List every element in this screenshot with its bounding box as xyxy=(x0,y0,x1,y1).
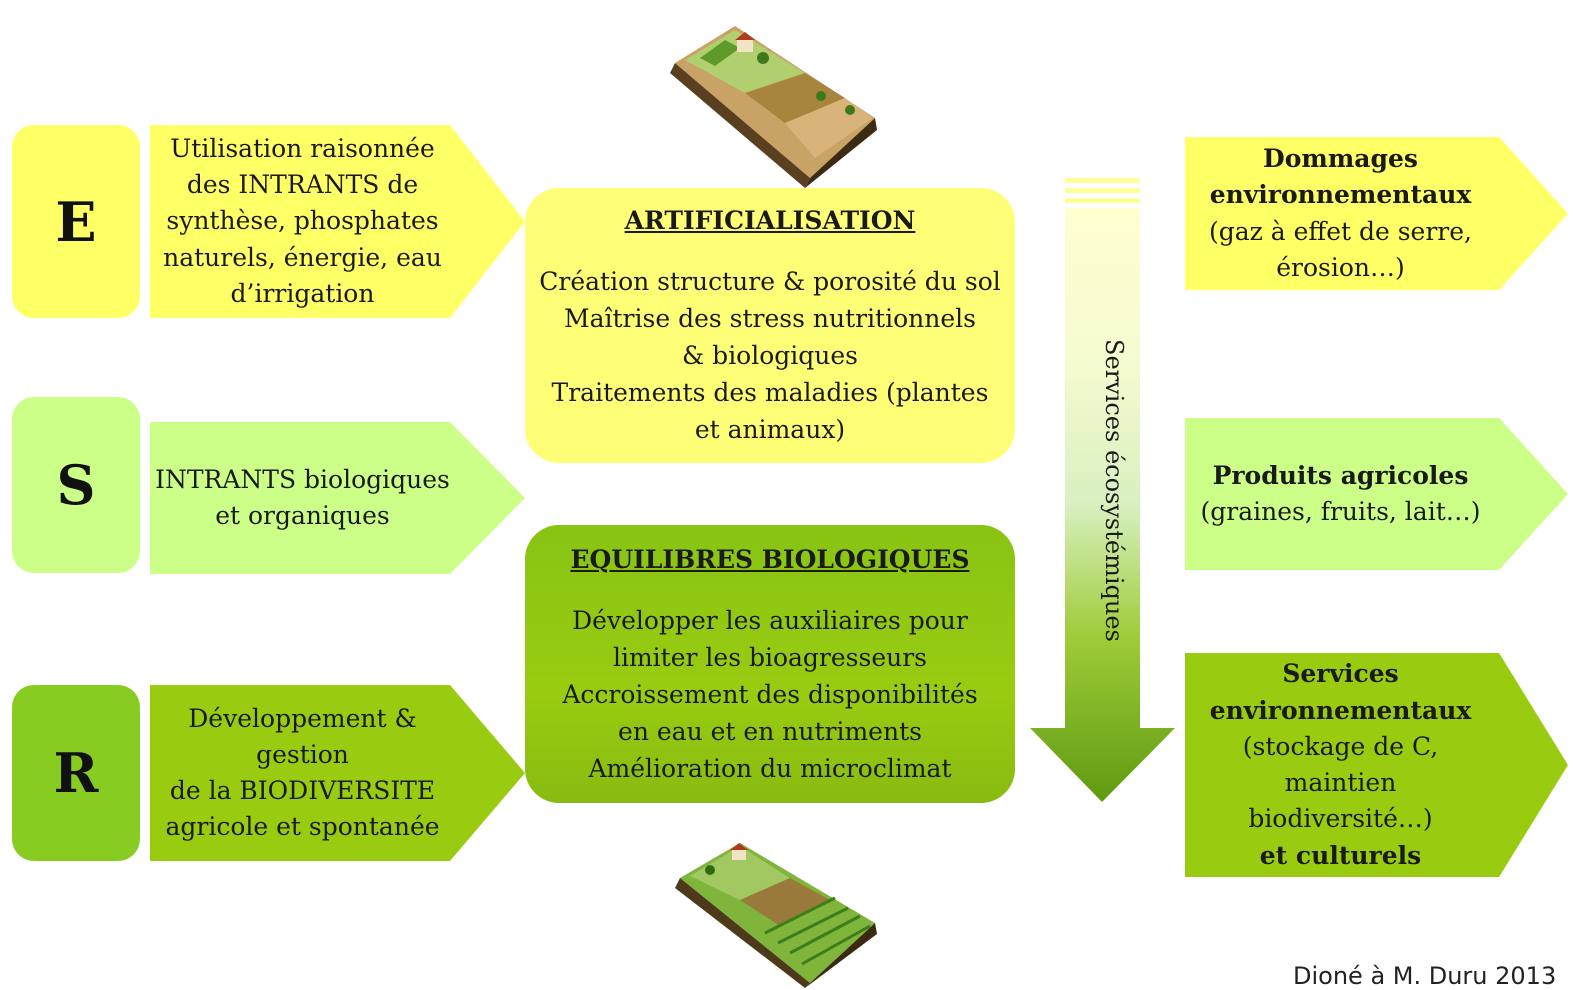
equilibres-biologiques-box: EQUILIBRES BIOLOGIQUES Développer les au… xyxy=(525,525,1015,803)
arrow-text-line: INTRANTS biologiques xyxy=(155,464,450,494)
arrow-bold-line: et culturels xyxy=(1259,840,1422,870)
arrow-text-line: (graines, fruits, lait…) xyxy=(1200,497,1481,526)
arrow-text-line: (stockage de C, xyxy=(1242,731,1439,761)
equilibres-line: Amélioration du microclimat xyxy=(588,754,952,783)
arrow-text-line: biodiversité…) xyxy=(1248,804,1433,834)
equilibres-line: en eau et en nutriments xyxy=(618,717,922,746)
arrow-text-line: maintien xyxy=(1284,768,1397,797)
artificialisation-line: & biologiques xyxy=(681,341,859,370)
artificialisation-line: et animaux) xyxy=(694,415,846,444)
arrow-text-line: érosion…) xyxy=(1276,252,1405,282)
arrow-text-line: agricole et spontanée xyxy=(165,812,440,842)
equilibres-line: limiter les bioagresseurs xyxy=(612,643,928,672)
credit-text: Dioné à M. Duru 2013 xyxy=(1293,962,1557,990)
equilibres-line: Développer les auxiliaires pour xyxy=(572,606,968,635)
equilibres-line: Accroissement des disponibilités xyxy=(562,680,978,709)
arrow-bold-line: environnementaux xyxy=(1209,695,1472,725)
environmental-services-arrow: Services environnementaux (stockage de C… xyxy=(1185,653,1568,877)
artificialisation-line: Maîtrise des stress nutritionnels xyxy=(564,304,976,333)
farm-landscape-bottom-image xyxy=(675,843,877,988)
arrow-text-line: Utilisation raisonnée xyxy=(170,133,435,163)
arrow-bold-line: Dommages xyxy=(1263,144,1418,173)
arrow-text-line: Développement & xyxy=(188,703,417,733)
arrow-text-line: et organiques xyxy=(215,501,390,530)
letter-s-box: S xyxy=(12,397,140,573)
ecosystem-services-arrow xyxy=(1030,178,1175,802)
ecosystem-services-label: Services écosystémiques xyxy=(1100,338,1128,642)
artificialisation-line: Création structure & porosité du sol xyxy=(539,267,1001,296)
arrow-text-line: de la BIODIVERSITE xyxy=(169,776,436,805)
arrow-text-line: synthèse, phosphates xyxy=(166,206,439,236)
environmental-damage-arrow: Dommages environnementaux (gaz à effet d… xyxy=(1185,137,1568,290)
arrow-text-line: d’irrigation xyxy=(230,278,375,308)
arrow-text-line: naturels, énergie, eau xyxy=(163,242,442,272)
equilibres-title: EQUILIBRES BIOLOGIQUES xyxy=(570,545,970,574)
arrow-text-line: des INTRANTS de xyxy=(186,170,419,200)
artificialisation-title: ARTIFICIALISATION xyxy=(624,206,916,235)
efficiency-inputs-arrow: Utilisation raisonnée des INTRANTS de sy… xyxy=(150,125,525,318)
agricultural-products-arrow: Produits agricoles (graines, fruits, lai… xyxy=(1185,418,1568,570)
arrow-text-line: (gaz à effet de serre, xyxy=(1209,216,1472,246)
artificialisation-box: ARTIFICIALISATION Création structure & p… xyxy=(525,188,1015,463)
arrow-bold-line: Services xyxy=(1282,659,1399,689)
letter-e-box: E xyxy=(12,125,140,318)
arrow-bold-line: Produits agricoles xyxy=(1212,460,1469,490)
farm-landscape-top-image xyxy=(670,26,877,188)
substitution-inputs-arrow: INTRANTS biologiques et organiques xyxy=(150,422,525,574)
redesign-biodiversity-arrow: Développement & gestion de la BIODIVERSI… xyxy=(150,685,525,861)
letter-r-box: R xyxy=(12,685,140,861)
arrow-text-line: gestion xyxy=(256,739,349,769)
artificialisation-line: Traitements des maladies (plantes xyxy=(551,378,989,407)
arrow-bold-line: environnementaux xyxy=(1209,180,1472,210)
